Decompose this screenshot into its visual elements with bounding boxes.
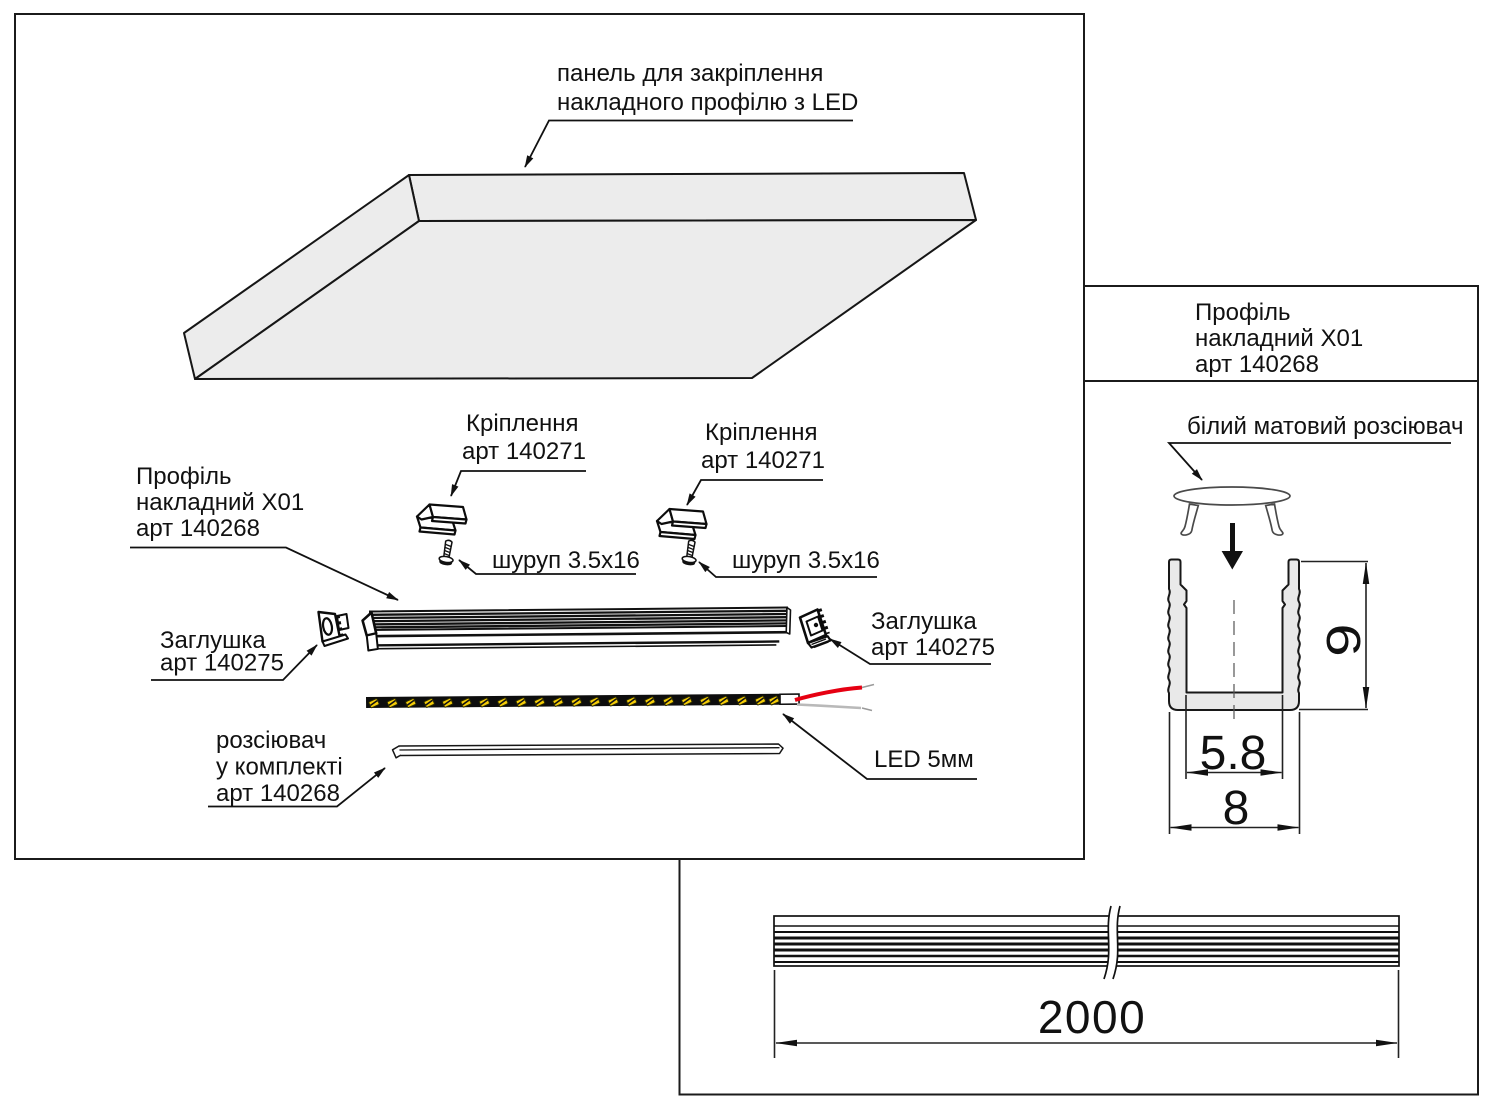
svg-text:арт 140275: арт 140275 (871, 634, 995, 661)
svg-text:накладного профілю з LED: накладного профілю з LED (557, 89, 858, 116)
svg-text:арт 140268: арт 140268 (136, 515, 260, 542)
svg-text:накладний X01: накладний X01 (1195, 325, 1363, 352)
svg-text:Кріплення: Кріплення (705, 419, 818, 446)
svg-text:арт 140275: арт 140275 (160, 650, 284, 677)
svg-text:Профіль: Профіль (1195, 299, 1291, 326)
svg-text:арт 140271: арт 140271 (462, 438, 586, 465)
svg-text:Кріплення: Кріплення (466, 410, 579, 437)
svg-text:розсіювач: розсіювач (216, 727, 326, 754)
svg-text:накладний X01: накладний X01 (136, 489, 304, 516)
svg-text:6: 6 (1316, 623, 1370, 656)
svg-text:2000: 2000 (1038, 991, 1146, 1043)
svg-text:Заглушка: Заглушка (160, 627, 266, 654)
svg-text:арт 140268: арт 140268 (216, 780, 340, 807)
svg-text:8: 8 (1223, 782, 1250, 835)
svg-text:Заглушка: Заглушка (871, 608, 977, 635)
svg-text:у комплекті: у комплекті (216, 754, 343, 781)
svg-text:шуруп 3.5x16: шуруп 3.5x16 (492, 547, 640, 574)
svg-text:5.8: 5.8 (1200, 727, 1267, 780)
svg-text:шуруп 3.5x16: шуруп 3.5x16 (732, 547, 880, 574)
svg-text:арт 140268: арт 140268 (1195, 351, 1319, 378)
svg-text:LED 5мм: LED 5мм (874, 746, 974, 773)
svg-text:панель для закріплення: панель для закріплення (557, 60, 823, 87)
svg-text:арт 140271: арт 140271 (701, 447, 825, 474)
svg-text:Профіль: Профіль (136, 463, 232, 490)
svg-text:білий матовий розсіювач: білий матовий розсіювач (1187, 413, 1463, 440)
